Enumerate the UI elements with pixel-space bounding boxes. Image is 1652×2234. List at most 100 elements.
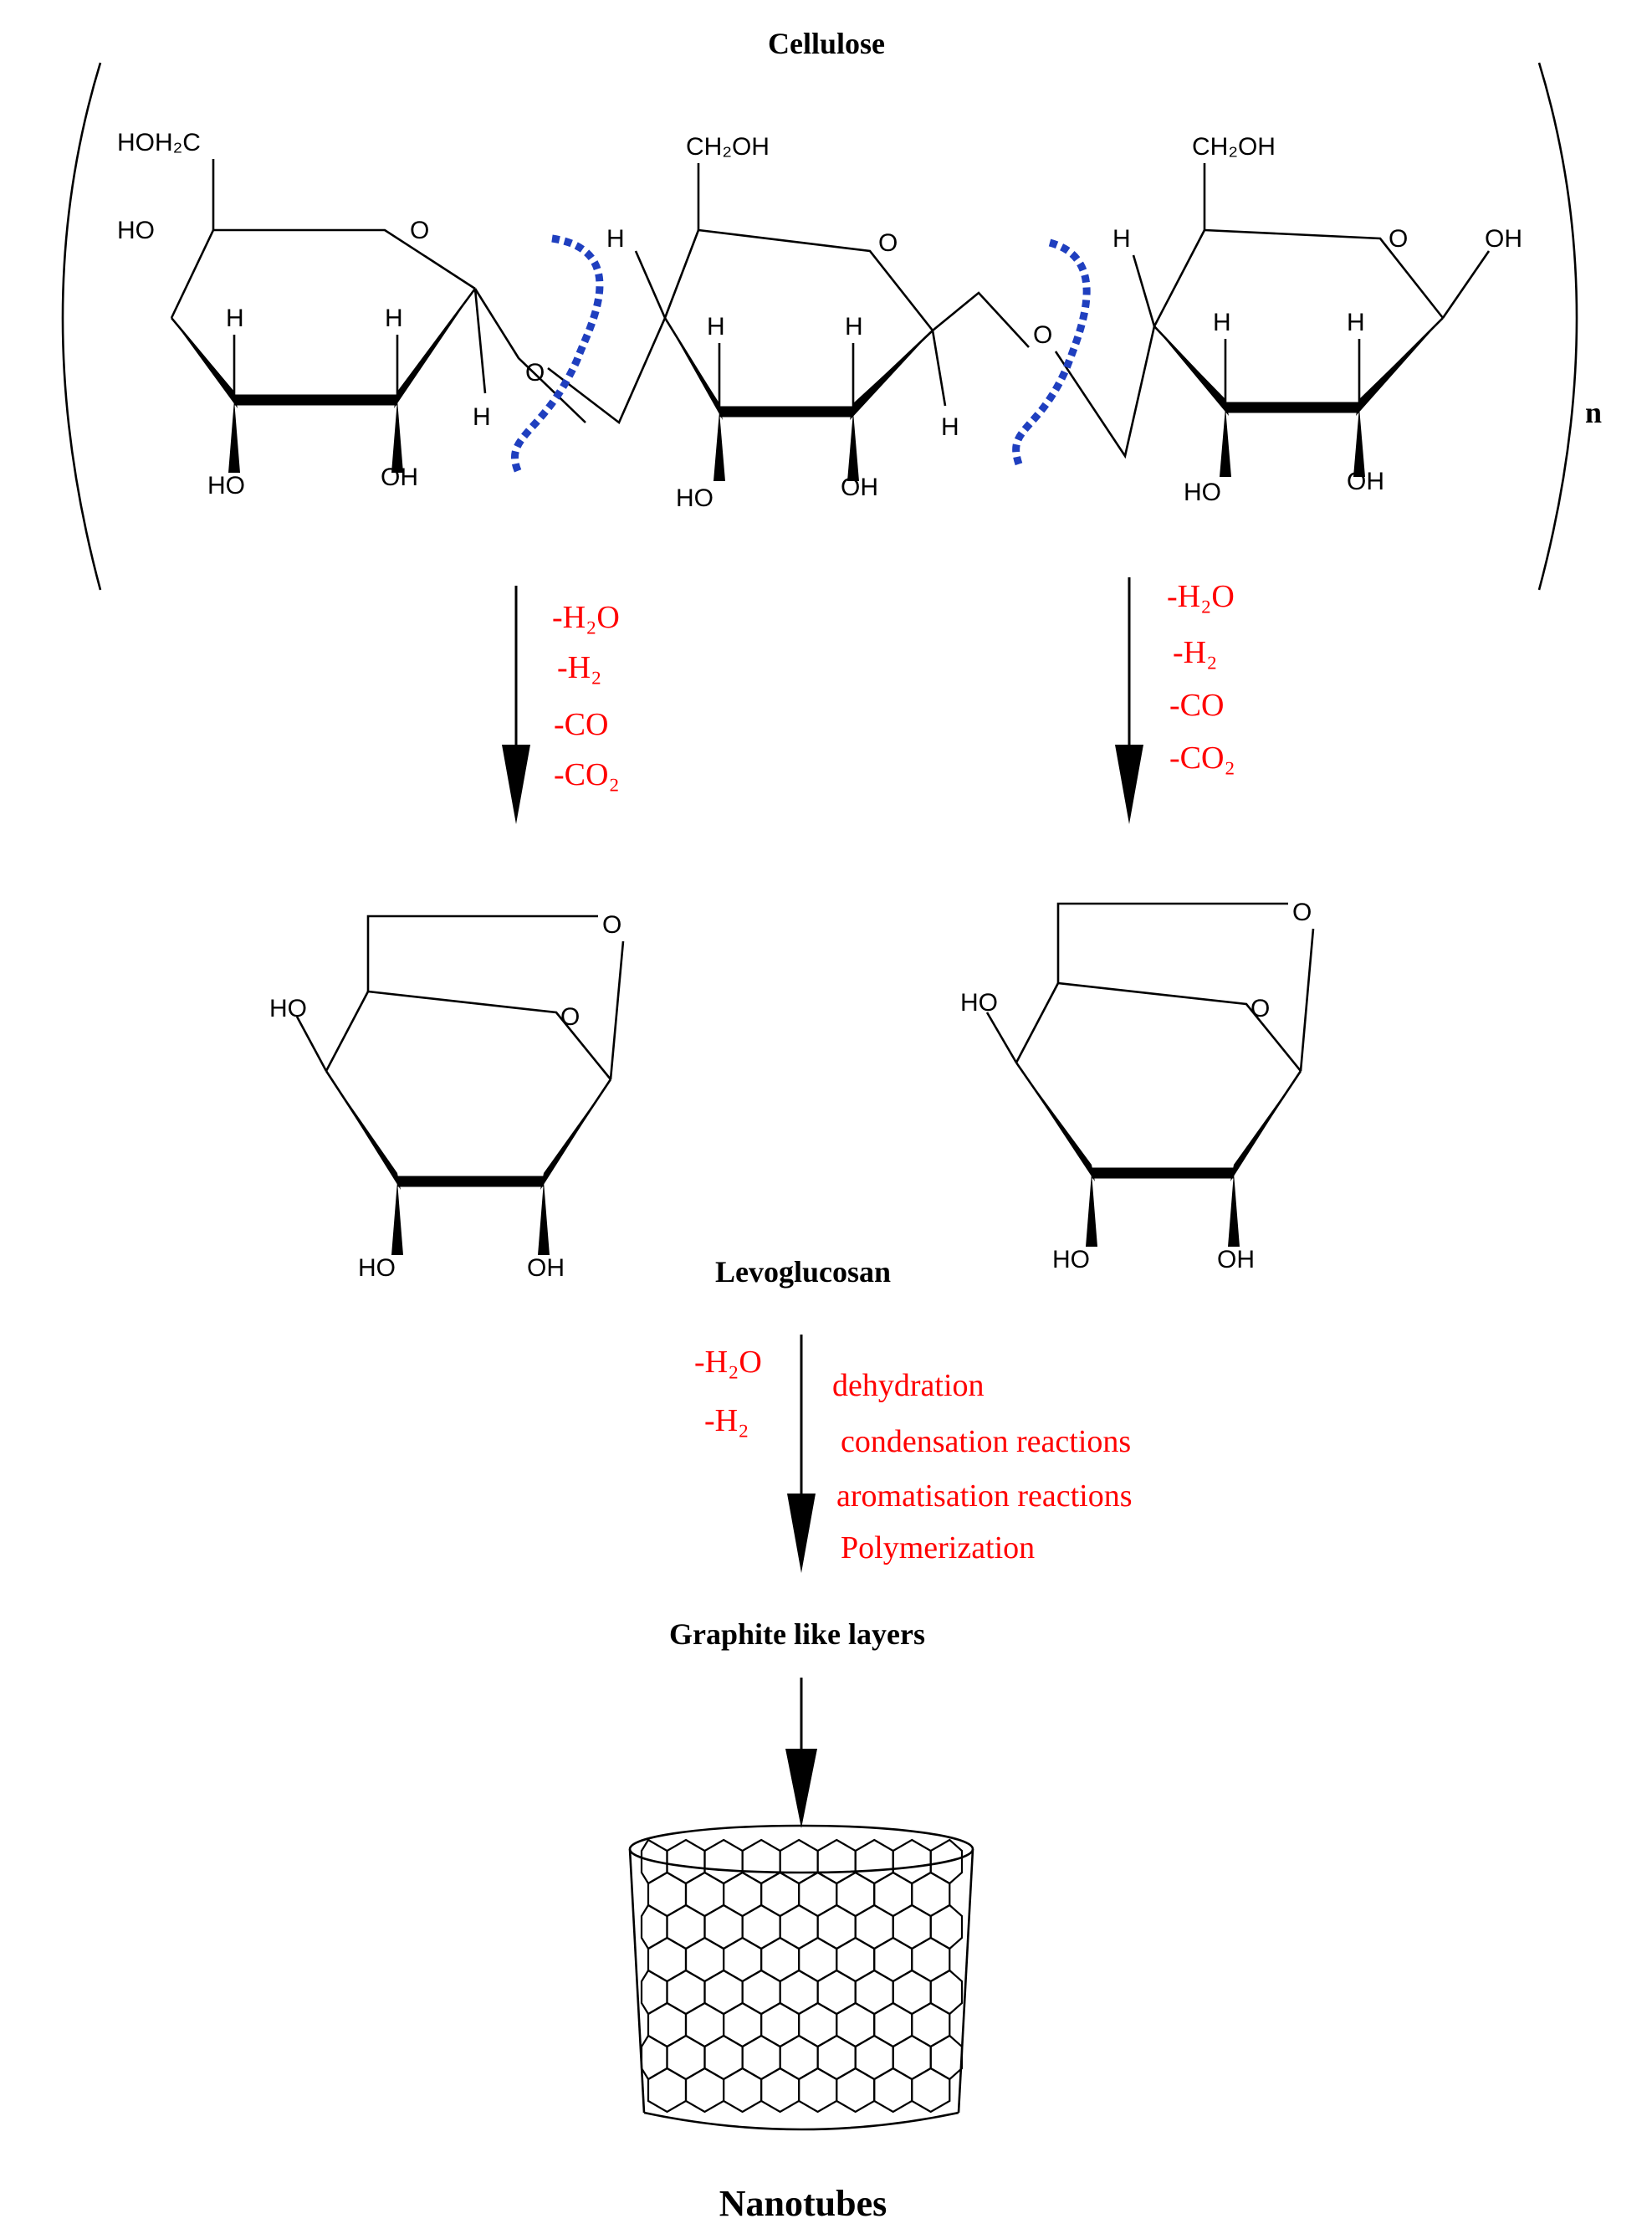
label-ring-o: O (1389, 225, 1408, 253)
hexagon-ring (666, 1838, 706, 1885)
label-hoh2c: HOH₂C (117, 129, 201, 156)
hexagon-ring (760, 1871, 800, 1918)
hexagon-ring (760, 2001, 800, 2048)
hexagon-ring (647, 1936, 688, 1983)
hexagon-ring (892, 1969, 932, 2016)
cellulose-title: Cellulose (768, 27, 885, 60)
arrow-step3 (785, 1678, 817, 1828)
hexagon-ring (640, 1904, 668, 1950)
levoglucosan-structure-left: O O HO HO OH (269, 911, 625, 1282)
hexagon-ring (684, 1871, 725, 1918)
condition-loss: -CO₂ (554, 757, 620, 792)
hexagon-ring (779, 2034, 819, 2081)
hexagon-ring (836, 1871, 876, 1918)
label-ch2oh: CH₂OH (1192, 133, 1276, 161)
label-oh: OH (1485, 225, 1522, 253)
condition-loss: -CO (1169, 688, 1224, 723)
hexagon-ring (760, 1936, 800, 1983)
arrow-step2 (787, 1335, 816, 1573)
hexagon-ring (873, 1871, 913, 1918)
hexagon-ring (684, 2067, 725, 2114)
hexagon-ring (666, 1904, 706, 1950)
hexagon-ring (640, 1969, 668, 2016)
hexagon-ring (703, 1969, 744, 2016)
hexagon-ring (703, 1838, 744, 1885)
glucose-unit-2: CH₂OH H O H H H HO OH O (606, 133, 1052, 512)
label-bridge-o: O (1292, 899, 1312, 926)
label-h: H (1347, 309, 1365, 336)
hexagon-ring (722, 2067, 763, 2114)
process-dehydration: dehydration (832, 1368, 985, 1403)
hexagon-ring (892, 1838, 932, 1885)
arrow-step1-right (1115, 577, 1143, 824)
glycosidic-bond-2 (1054, 325, 1156, 459)
condition-loss: -CO (554, 707, 608, 742)
hexagon-ring (816, 1904, 857, 1950)
label-ho: HO (1052, 1246, 1090, 1273)
label-ho: HO (1184, 479, 1221, 506)
hexagon-ring (816, 1969, 857, 2016)
label-ring-o: O (560, 1003, 580, 1031)
condition-loss: -CO₂ (1169, 740, 1235, 776)
hexagon-ring (929, 1969, 964, 2016)
hexagon-ring (854, 1904, 894, 1950)
label-ring-o: O (1251, 995, 1270, 1022)
label-ring-o: O (410, 217, 429, 244)
hexagon-ring (854, 1838, 894, 1885)
label-ho: HO (676, 484, 713, 512)
hexagon-ring (703, 2034, 744, 2081)
label-oh: OH (381, 464, 418, 491)
hexagon-ring (911, 2001, 951, 2048)
hexagon-ring (640, 2034, 668, 2081)
label-ho: HO (207, 472, 245, 500)
cleavage-mark-2 (1012, 238, 1091, 470)
label-h: H (1112, 225, 1131, 253)
process-aromatisation: aromatisation reactions (836, 1478, 1133, 1514)
hexagon-ring (741, 1838, 781, 1885)
glycosidic-bond-1 (547, 317, 667, 425)
hexagon-ring (779, 1838, 819, 1885)
hexagon-ring (797, 1871, 838, 1918)
hexagon-ring (741, 2034, 781, 2081)
arrow-step1-left (502, 586, 530, 824)
label-bridge-o: O (602, 911, 621, 939)
label-ho: HO (269, 995, 307, 1022)
label-ring-o: O (878, 229, 898, 257)
hexagon-ring (797, 1936, 838, 1983)
hexagon-ring (892, 2034, 932, 2081)
hexagon-ring (722, 2001, 763, 2048)
levoglucosan-label: Levoglucosan (715, 1255, 891, 1289)
label-ho: HO (960, 989, 998, 1017)
label-ho: HO (117, 217, 155, 244)
graphite-layers-label: Graphite like layers (669, 1617, 925, 1651)
graphene-lattice (640, 1838, 964, 2114)
hexagon-ring (779, 1904, 819, 1950)
hexagon-ring (647, 2001, 688, 2048)
hexagon-ring (929, 1904, 964, 1950)
label-h: H (707, 313, 725, 341)
label-h: H (941, 413, 959, 441)
label-h: H (1213, 309, 1231, 336)
label-h: H (385, 305, 403, 332)
hexagon-ring (797, 2067, 838, 2114)
nanotubes-label: Nanotubes (719, 2183, 887, 2224)
hexagon-ring (647, 2067, 688, 2114)
condition-loss: -H₂O (552, 600, 620, 635)
hexagon-ring (911, 1871, 951, 1918)
label-h: H (473, 403, 491, 431)
hexagon-ring (722, 1871, 763, 1918)
hexagon-ring (703, 1904, 744, 1950)
step2-loss-water: -H₂O (694, 1345, 762, 1380)
hexagon-ring (892, 1904, 932, 1950)
label-ho: HO (358, 1254, 396, 1282)
label-glycosidic-o: O (525, 359, 545, 387)
right-parenthesis (1537, 62, 1578, 591)
hexagon-ring (854, 1969, 894, 2016)
hexagon-ring (760, 2067, 800, 2114)
hexagon-ring (816, 2034, 857, 2081)
nanotube-structure (628, 1824, 974, 2131)
process-condensation: condensation reactions (841, 1424, 1131, 1459)
hexagon-ring (666, 1969, 706, 2016)
hexagon-ring (684, 1936, 725, 1983)
hexagon-ring (684, 2001, 725, 2048)
